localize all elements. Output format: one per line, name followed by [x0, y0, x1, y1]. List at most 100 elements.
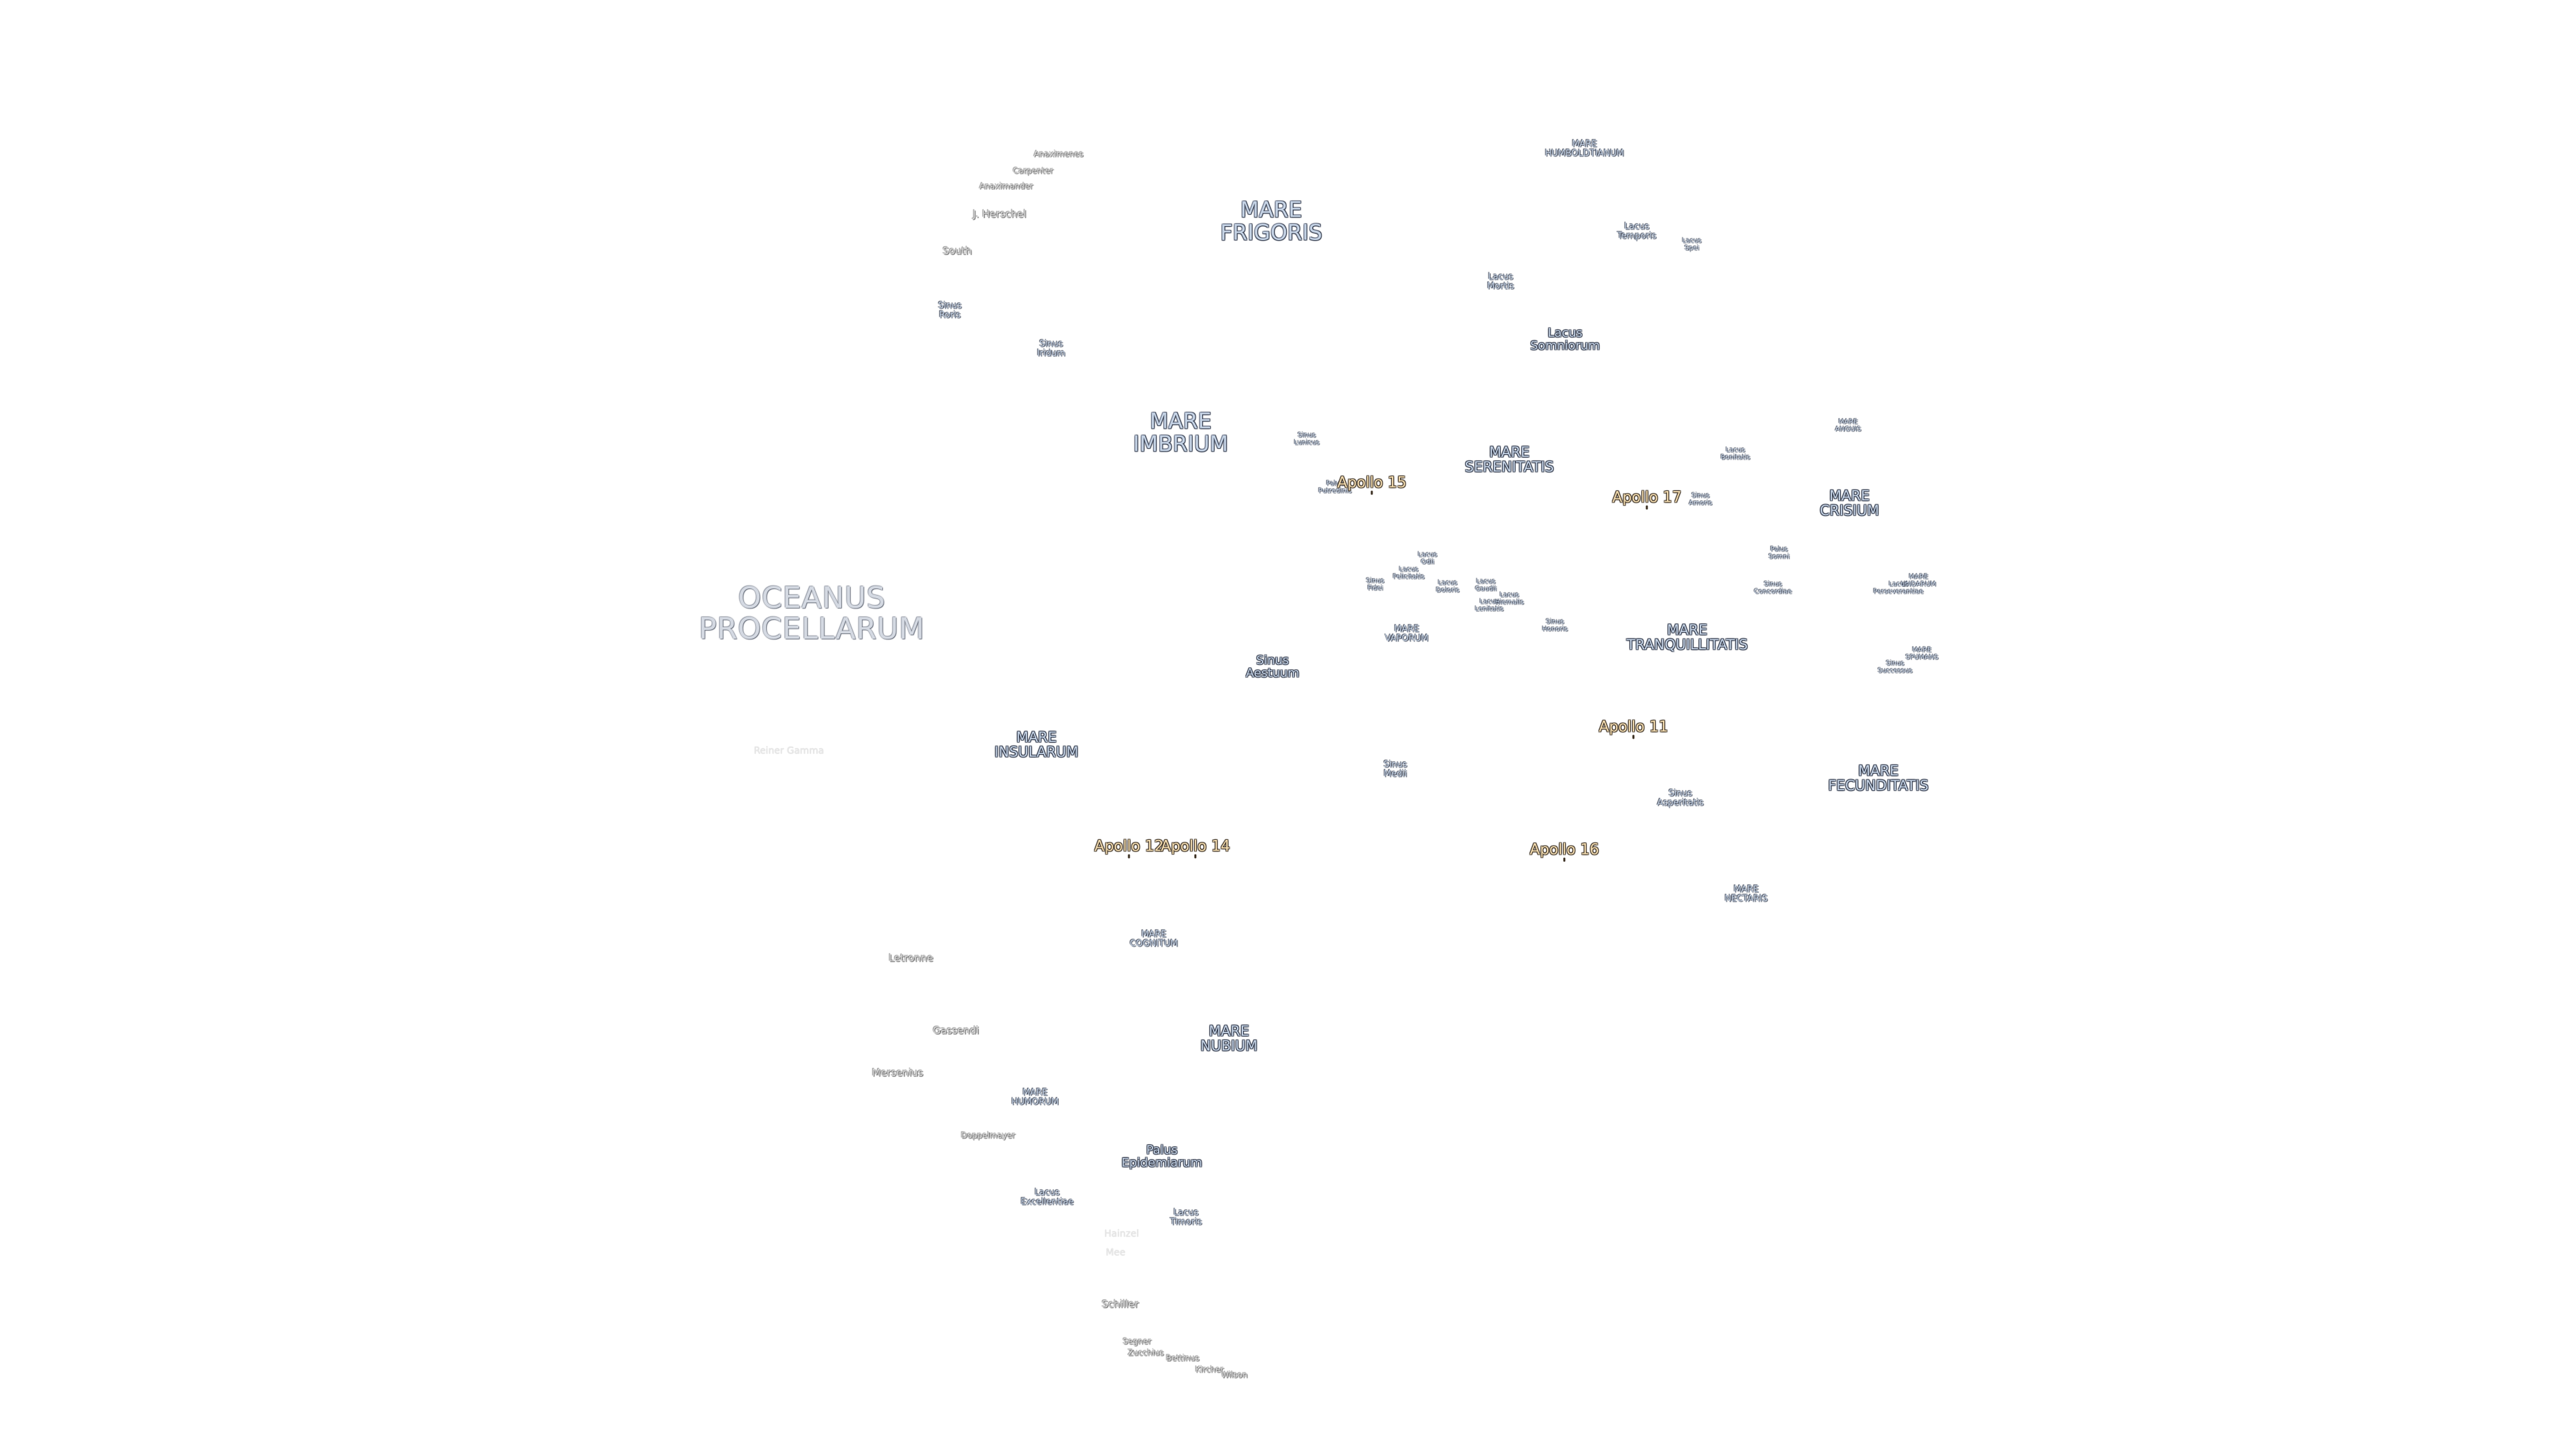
feature-label-mare-crisium: MARE CRISIUM	[1820, 488, 1879, 518]
label-text: MARE FRIGORIS	[1220, 197, 1323, 245]
feature-label-mare-frigoris: MARE FRIGORIS	[1220, 199, 1322, 244]
feature-label-doppelmayer: Doppelmayer	[961, 1130, 1016, 1140]
feature-label-lacus-temporis: Lacus Temporis	[1617, 222, 1656, 240]
label-text: Lacus Gaudii	[1474, 578, 1497, 592]
feature-label-zucchius: Zucchius	[1128, 1348, 1164, 1358]
label-text: Lacus Lenitatis	[1474, 598, 1504, 612]
label-text: MARE NUBIUM	[1200, 1022, 1258, 1054]
landing-site-apollo-11[interactable]: Apollo 11	[1599, 719, 1668, 739]
label-text: Lacus Temporis	[1617, 221, 1657, 241]
label-text: Lacus Perseverantiae	[1873, 580, 1924, 595]
label-text: Lacus Somniorum	[1530, 326, 1600, 353]
feature-label-mare-humboldtianum: MARE HUMBOLDTIANUM	[1545, 140, 1624, 158]
feature-label-sinus-medii: Sinus Medii	[1383, 760, 1407, 778]
feature-label-reiner-gamma: Reiner Gamma	[754, 746, 824, 757]
feature-label-mare-imbrium: MARE IMBRIUM	[1133, 410, 1228, 455]
label-text: Wilson	[1221, 1370, 1248, 1380]
feature-label-lacus-felicitatis: Lacus Felicitatis	[1393, 566, 1425, 581]
label-text: Kircher	[1195, 1364, 1224, 1375]
feature-label-lacus-hiemalis: Lacus Hiemalis	[1495, 592, 1523, 606]
feature-label-mare-serenitatis: MARE SERENITATIS	[1465, 445, 1554, 474]
landing-pin-icon	[1371, 490, 1373, 495]
feature-label-anaximander: Anaximander	[979, 182, 1033, 191]
label-text: Sinus Lunicus	[1294, 431, 1320, 446]
landing-site-apollo-16[interactable]: Apollo 16	[1529, 841, 1599, 862]
label-text: Lacus Bonitatis	[1720, 446, 1751, 461]
label-text: Sinus Roris	[938, 301, 962, 320]
landing-pin-icon	[1632, 735, 1635, 739]
label-text: South	[943, 245, 972, 258]
feature-label-mersenius: Mersenius	[871, 1067, 924, 1079]
label-text: MARE SERENITATIS	[1464, 443, 1554, 475]
feature-label-sinus-concordiae: Sinus Concordiae	[1754, 580, 1792, 596]
feature-label-mare-cognitum: MARE COGNITUM	[1130, 930, 1178, 948]
feature-label-schiller: Schiller	[1102, 1299, 1138, 1310]
feature-label-lacus-bonitatis: Lacus Bonitatis	[1721, 447, 1750, 462]
landing-pin-icon	[1563, 857, 1566, 862]
feature-label-mare-fecunditatis: MARE FECUNDITATIS	[1828, 763, 1929, 793]
landing-site-apollo-17[interactable]: Apollo 17	[1612, 490, 1682, 510]
label-text: MARE COGNITUM	[1130, 929, 1178, 949]
label-text: MARE HUMBOLDTIANUM	[1545, 139, 1624, 158]
label-text: Sinus Concordiae	[1754, 580, 1792, 595]
feature-label-sinus-aestuum: Sinus Aestuum	[1246, 653, 1299, 680]
feature-label-letronne: Letronne	[889, 953, 933, 964]
label-text: Apollo 11	[1599, 718, 1668, 736]
label-text: MARE IMBRIUM	[1133, 408, 1228, 456]
feature-label-mare-humorum: MARE HUMORUM	[1012, 1088, 1059, 1106]
feature-label-lacus-excellentiae: Lacus Excellentiae	[1021, 1188, 1074, 1206]
label-text: Lacus Felicitatis	[1393, 566, 1425, 580]
label-text: Mersenius	[871, 1067, 924, 1079]
label-text: Anaximenes	[1034, 149, 1083, 159]
label-text: Bettinus	[1166, 1353, 1199, 1363]
label-text: Sinus Honoris	[1542, 618, 1568, 633]
label-text: J. Herschel	[973, 208, 1026, 221]
label-text: MARE SPUMANS	[1905, 646, 1939, 661]
label-text: Hainzel	[1104, 1228, 1139, 1240]
landing-pin-icon	[1128, 854, 1130, 859]
label-text: MARE FECUNDITATIS	[1828, 762, 1929, 794]
feature-label-sinus-successus: Sinus Successus	[1878, 659, 1913, 675]
feature-label-wilson: Wilson	[1221, 1371, 1247, 1380]
feature-label-south: South	[943, 246, 972, 257]
feature-label-gassendi: Gassendi	[933, 1025, 979, 1036]
label-text: Palus Putredinis	[1318, 480, 1352, 494]
label-text: Lacus Hiemalis	[1495, 591, 1524, 606]
feature-label-j-herschel: J. Herschel	[973, 209, 1026, 220]
label-text: Sinus Fidei	[1366, 577, 1385, 592]
feature-label-kircher: Kircher	[1195, 1364, 1224, 1375]
label-text: Sinus Iridum	[1037, 339, 1065, 358]
feature-label-sinus-roris: Sinus Roris	[938, 301, 961, 319]
feature-label-sinus-asperitatis: Sinus Asperitatis	[1657, 789, 1703, 807]
feature-label-lacus-mortis: Lacus Mortis	[1487, 272, 1514, 290]
feature-label-lacus-doloris: Lacus Doloris	[1436, 580, 1460, 594]
landing-site-apollo-15[interactable]: Apollo 15	[1337, 475, 1407, 495]
feature-label-lacus-odii: Lacus Odii	[1418, 551, 1438, 566]
feature-label-mare-spumans: MARE SPUMANS	[1906, 647, 1939, 661]
landing-pin-icon	[1646, 505, 1648, 510]
label-text: Apollo 14	[1161, 838, 1230, 855]
feature-label-mare-anguis: MARE ANGUIS	[1835, 419, 1862, 433]
label-text: Schiller	[1102, 1298, 1139, 1311]
feature-label-mare-tranquillitatis: MARE TRANQUILLITATIS	[1627, 623, 1748, 652]
label-text: MARE HUMORUM	[1011, 1087, 1059, 1107]
label-text: Letronne	[888, 952, 934, 965]
feature-label-oceanus-procellarum: OCEANUS PROCELLARUM	[699, 582, 925, 645]
landing-site-apollo-12[interactable]: Apollo 12	[1094, 838, 1164, 859]
label-text: Apollo 12	[1094, 838, 1164, 855]
label-text: Apollo 16	[1529, 841, 1599, 859]
feature-label-palus-putredinis: Palus Putredinis	[1318, 480, 1352, 495]
feature-label-sinus-honoris: Sinus Honoris	[1542, 619, 1568, 633]
label-text: MARE UNDARUM	[1900, 573, 1937, 588]
label-text: Sinus Successus	[1878, 659, 1913, 674]
feature-label-palus-somni: Palus Somni	[1768, 546, 1789, 561]
label-text: Sinus Aestuum	[1246, 653, 1299, 680]
landing-site-apollo-14[interactable]: Apollo 14	[1161, 838, 1230, 859]
feature-label-mare-nubium: MARE NUBIUM	[1200, 1024, 1257, 1053]
feature-label-lacus-spei: Lacus Spei	[1682, 237, 1702, 252]
feature-label-anaximenes: Anaximenes	[1034, 150, 1083, 159]
label-text: MARE TRANQUILLITATIS	[1626, 621, 1748, 653]
label-text: Sinus Medii	[1383, 759, 1407, 779]
label-text: Doppelmayer	[961, 1130, 1016, 1140]
